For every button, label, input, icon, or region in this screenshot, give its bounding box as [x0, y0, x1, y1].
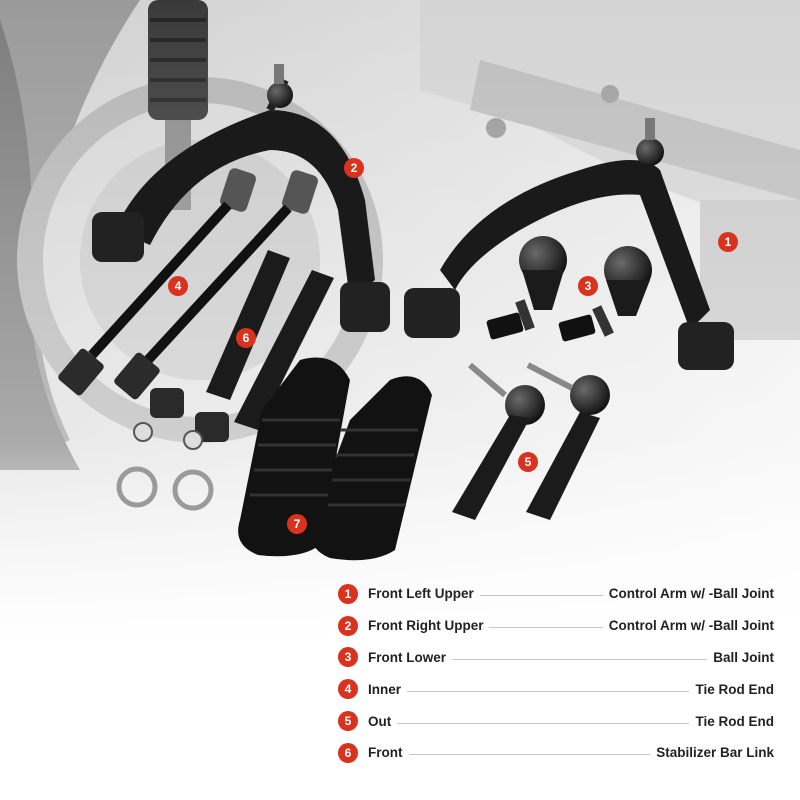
- badge-7: 7: [287, 514, 307, 534]
- badge-3: 3: [578, 276, 598, 296]
- legend-row: 3 Front Lower Ball Joint: [338, 642, 774, 674]
- legend-right-label: Tie Rod End: [695, 713, 774, 729]
- badge-1: 1: [718, 232, 738, 252]
- legend-row: 1 Front Left Upper Control Arm w/ -Ball …: [338, 578, 774, 610]
- legend-number: 1: [338, 583, 358, 604]
- badge-5: 5: [518, 452, 538, 472]
- legend-left-label: Inner: [368, 681, 402, 697]
- legend-divider: [407, 690, 690, 692]
- legend-divider: [452, 658, 708, 660]
- legend-number: 2: [338, 615, 358, 636]
- legend-right-label: Control Arm w/ -Ball Joint: [608, 586, 774, 602]
- legend-right-label: Stabilizer Bar Link: [656, 745, 774, 761]
- legend-divider: [489, 627, 603, 629]
- legend-right-label: Tie Rod End: [695, 681, 774, 697]
- legend-left-label: Out: [368, 713, 392, 729]
- legend-number: 6: [338, 742, 358, 763]
- legend-row: 5 Out Tie Rod End: [338, 705, 774, 737]
- legend-divider: [397, 722, 690, 724]
- badge-6: 6: [236, 328, 256, 348]
- legend-right-label: Ball Joint: [713, 649, 774, 665]
- legend-number: 5: [338, 711, 358, 732]
- legend-number: 4: [338, 679, 358, 700]
- legend-left-label: Front Right Upper: [368, 618, 484, 634]
- legend-row: 2 Front Right Upper Control Arm w/ -Ball…: [338, 610, 774, 642]
- legend-left-label: Front: [368, 745, 403, 761]
- badge-4: 4: [168, 276, 188, 296]
- legend-left-label: Front Left Upper: [368, 586, 474, 602]
- legend-number: 3: [338, 647, 358, 668]
- legend-divider: [479, 595, 603, 597]
- parts-legend: 1 Front Left Upper Control Arm w/ -Ball …: [338, 578, 774, 769]
- legend-right-label: Control Arm w/ -Ball Joint: [608, 618, 774, 634]
- legend-row: 4 Inner Tie Rod End: [338, 673, 774, 705]
- legend-row: 6 Front Stabilizer Bar Link: [338, 737, 774, 769]
- badge-2: 2: [344, 158, 364, 178]
- legend-left-label: Front Lower: [368, 649, 446, 665]
- legend-divider: [408, 754, 651, 756]
